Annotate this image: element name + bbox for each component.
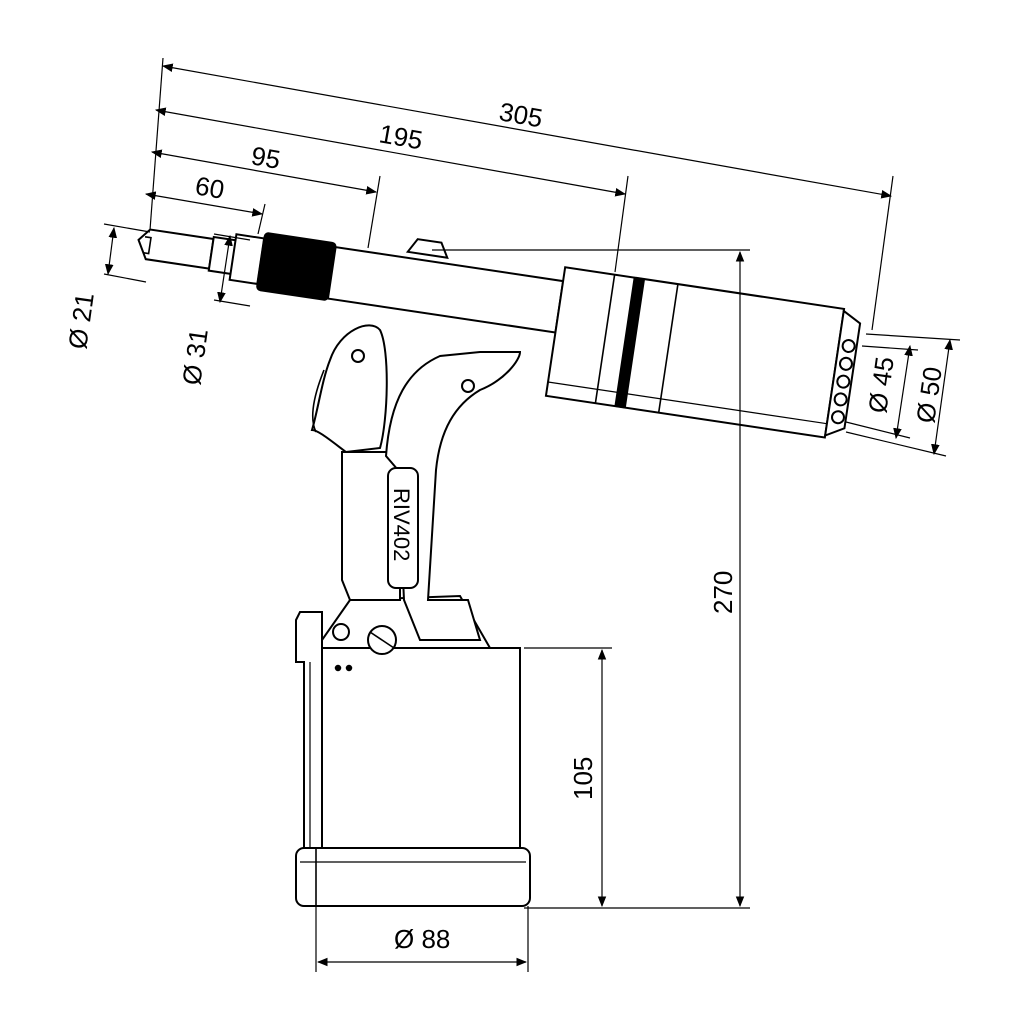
- dim-line-d45: [893, 344, 913, 440]
- label-d45: Ø 45: [862, 355, 900, 415]
- model-label: RIV402: [389, 488, 414, 561]
- dim-line-d50: [931, 338, 953, 456]
- trigger-guard: [310, 324, 388, 454]
- dim-line-60: [144, 191, 264, 217]
- label-95: 95: [249, 140, 283, 175]
- label-d21: Ø 21: [62, 291, 100, 351]
- label-d31: Ø 31: [176, 327, 214, 387]
- dimension-lines: [103, 57, 961, 972]
- label-d88: Ø 88: [394, 924, 450, 954]
- rivet-tool-outline: [137, 228, 862, 907]
- base-cylinder: [295, 647, 531, 907]
- dim-line-d21: [104, 226, 118, 276]
- label-60: 60: [193, 170, 227, 205]
- side-bracket: [295, 611, 323, 849]
- dim-line-d31: [217, 234, 233, 304]
- label-105: 105: [568, 757, 598, 800]
- label-270: 270: [708, 571, 738, 614]
- dim-line-195: [154, 107, 627, 197]
- label-305: 305: [497, 96, 545, 133]
- handle-body: [341, 351, 522, 641]
- label-195: 195: [377, 118, 425, 155]
- main-barrel: [137, 228, 862, 439]
- dim-line-95: [150, 149, 378, 195]
- label-d50: Ø 50: [910, 365, 948, 425]
